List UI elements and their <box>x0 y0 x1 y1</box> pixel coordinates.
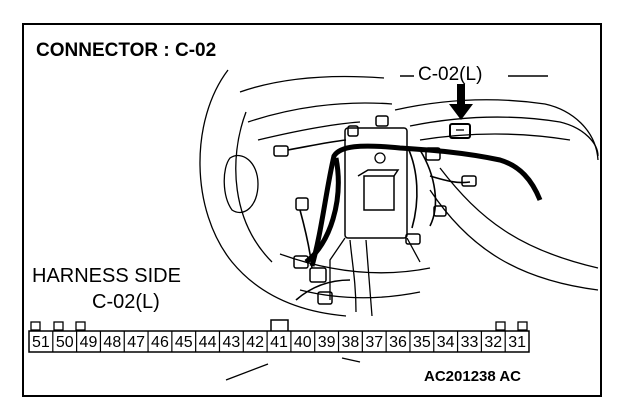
harness-side-label: HARNESS SIDE <box>32 265 181 287</box>
connector-pin-39: 39 <box>318 334 336 351</box>
figure-id: AC201238 AC <box>424 368 521 385</box>
connector-pin-49: 49 <box>80 334 98 351</box>
leader-line <box>225 363 269 381</box>
connector-pin-36: 36 <box>389 334 407 351</box>
connector-pin-31: 31 <box>508 334 526 351</box>
connector-pin-42: 42 <box>246 334 264 351</box>
connector-pin-40: 40 <box>294 334 312 351</box>
connector-pin-32: 32 <box>484 334 502 351</box>
connector-face: 51 50 49 48 47 46 45 44 43 42 41 40 39 38 37 36 35 34 33 32… <box>28 319 530 353</box>
connector-pin-frame <box>28 330 530 353</box>
connector-pin-43: 43 <box>222 334 240 351</box>
connector-pin-34: 34 <box>437 334 455 351</box>
connector-pin-50: 50 <box>56 334 74 351</box>
connector-pin-44: 44 <box>199 334 217 351</box>
connector-pin-48: 48 <box>103 334 121 351</box>
connector-pin-41: 41 <box>270 334 288 351</box>
connector-pin-51: 51 <box>32 334 50 351</box>
leader-line <box>341 357 361 363</box>
connector-pin-38: 38 <box>342 334 360 351</box>
connector-pin-35: 35 <box>413 334 431 351</box>
connector-pin-37: 37 <box>365 334 383 351</box>
callout-label: C-02(L) <box>418 64 482 85</box>
pointer-arrow-icon <box>449 84 473 120</box>
harness-side-connector-label: C-02(L) <box>92 291 160 313</box>
connector-pin-47: 47 <box>127 334 145 351</box>
connector-title: CONNECTOR : C-02 <box>36 40 216 61</box>
vehicle-harness-illustration <box>199 69 599 317</box>
target-connector-shape <box>449 123 471 139</box>
connector-pin-46: 46 <box>151 334 169 351</box>
connector-pin-45: 45 <box>175 334 193 351</box>
connector-pin-33: 33 <box>461 334 479 351</box>
